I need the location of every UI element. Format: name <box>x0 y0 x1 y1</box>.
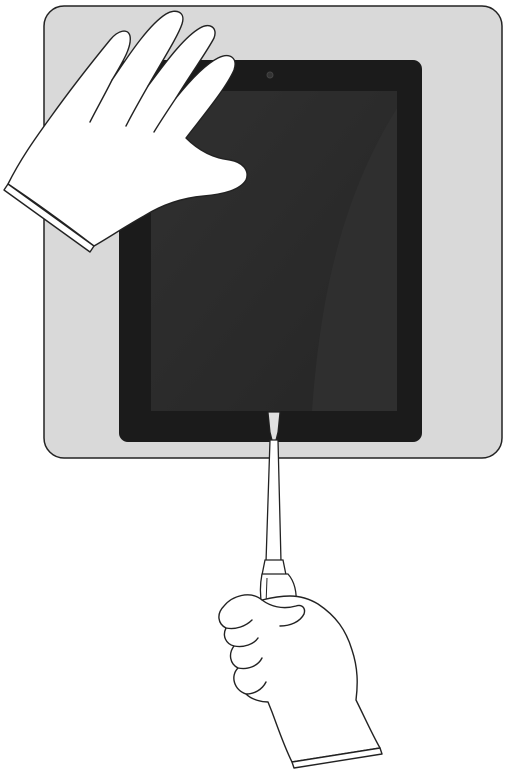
front-camera-icon <box>267 72 273 78</box>
screwdriver-ferrule <box>262 560 286 575</box>
right-gloved-hand <box>219 595 382 768</box>
